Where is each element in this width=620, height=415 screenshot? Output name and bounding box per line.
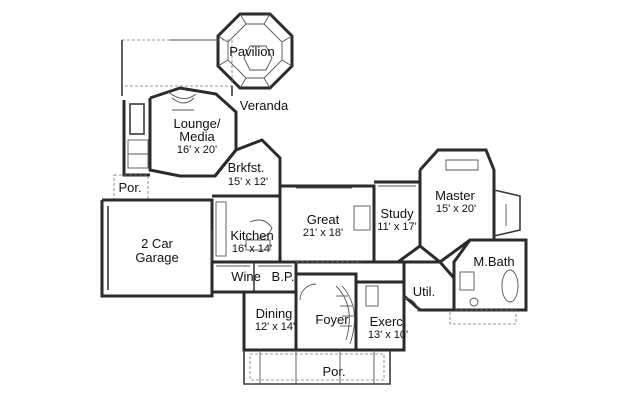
great-label: Great — [307, 212, 340, 227]
kitchen-room — [212, 194, 282, 264]
study-label: Study — [380, 206, 414, 221]
breakfast-dimensions: 15' x 12' — [228, 176, 268, 188]
veranda-terrace — [121, 39, 233, 96]
pavilion-structure — [216, 12, 294, 90]
wine-label: Wine — [231, 269, 261, 284]
front-porch — [243, 350, 391, 385]
dining-label: Dining — [256, 306, 293, 321]
lounge-dimensions: 16' x 20' — [177, 144, 217, 156]
garage-label-line1: 2 Car — [141, 236, 173, 251]
utility-label: Util. — [413, 284, 435, 299]
exercise-label: Exerc. — [370, 314, 407, 329]
veranda-label: Veranda — [240, 98, 289, 113]
master-label: Master — [435, 188, 475, 203]
kitchen-dimensions: 16' x 14' — [232, 243, 272, 255]
breakfast-label: Brkfst. — [228, 160, 265, 175]
master-bath-label: M.Bath — [473, 254, 514, 269]
exercise-dimensions: 13' x 10' — [368, 329, 408, 341]
side-porch-label: Por. — [118, 180, 141, 195]
foyer-label: Foyer — [315, 312, 349, 327]
study-dimensions: 11' x 17' — [377, 221, 416, 233]
butler-pantry-label: B.P. — [272, 269, 295, 284]
lounge-label-line1: Lounge/ — [174, 116, 221, 131]
great-dimensions: 21' x 18' — [303, 227, 343, 239]
great-room — [280, 184, 376, 264]
front-porch-label: Por. — [322, 364, 345, 379]
dining-dimensions: 12' x 14' — [255, 321, 295, 333]
lounge-label-line2: Media — [179, 129, 215, 144]
master-bath — [449, 238, 528, 325]
pavilion-label: Pavilion — [229, 44, 275, 59]
kitchen-label: Kitchen — [230, 228, 273, 243]
garage-label-line2: Garage — [135, 250, 178, 265]
master-dimensions: 15' x 20' — [436, 203, 476, 215]
